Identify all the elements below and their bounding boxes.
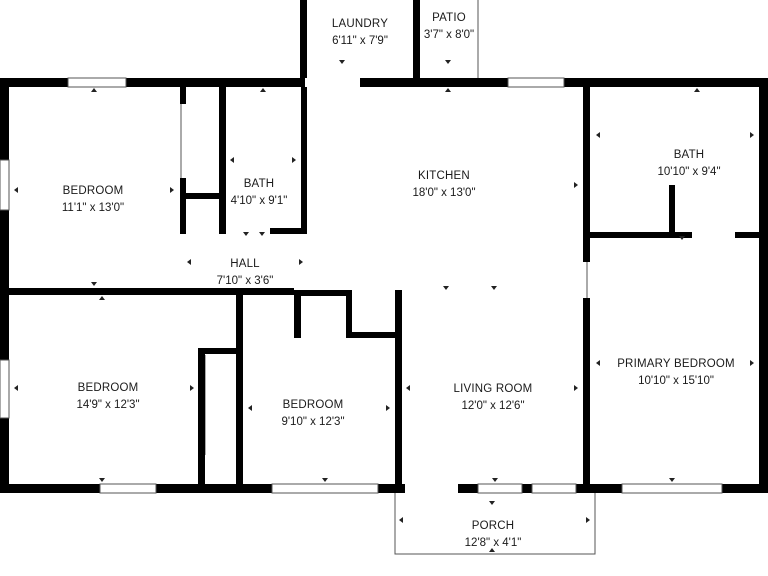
room-dims-kitchen: 18'0" x 13'0" — [412, 187, 475, 199]
room-name-bedroom-2: BEDROOM — [78, 382, 139, 394]
room-labels: LAUNDRY 6'11" x 7'9" PATIO 3'7" x 8'0" B… — [62, 12, 735, 549]
room-name-porch: PORCH — [472, 520, 515, 532]
room-dims-bath-1: 4'10" x 9'1" — [231, 195, 288, 207]
room-dims-bedroom-1: 11'1" x 13'0" — [62, 202, 124, 214]
room-dims-laundry: 6'11" x 7'9" — [332, 35, 388, 47]
room-dims-hall: 7'10" x 3'6" — [217, 275, 274, 287]
room-name-kitchen: KITCHEN — [418, 170, 470, 182]
room-dims-patio: 3'7" x 8'0" — [424, 29, 474, 41]
room-dims-bedroom-2: 14'9" x 12'3" — [76, 399, 139, 411]
room-name-bedroom-1: BEDROOM — [63, 185, 124, 197]
windows — [0, 77, 723, 494]
room-dims-living-room: 12'0" x 12'6" — [461, 400, 524, 412]
room-name-bath-1: BATH — [244, 178, 275, 190]
room-name-patio: PATIO — [432, 12, 466, 24]
walls — [0, 0, 768, 493]
room-dims-bath-2: 10'10" x 9'4" — [657, 166, 720, 178]
room-name-primary-bedroom: PRIMARY BEDROOM — [617, 358, 735, 370]
room-name-hall: HALL — [230, 258, 260, 270]
room-dims-bedroom-3: 9'10" x 12'3" — [281, 416, 344, 428]
room-name-bedroom-3: BEDROOM — [283, 399, 344, 411]
room-name-bath-2: BATH — [674, 149, 705, 161]
room-name-laundry: LAUNDRY — [332, 18, 388, 30]
room-name-living-room: LIVING ROOM — [454, 383, 533, 395]
room-dims-porch: 12'8" x 4'1" — [465, 537, 522, 549]
room-dims-primary-bedroom: 10'10" x 15'10" — [638, 375, 714, 387]
measure-ticks — [14, 60, 754, 552]
